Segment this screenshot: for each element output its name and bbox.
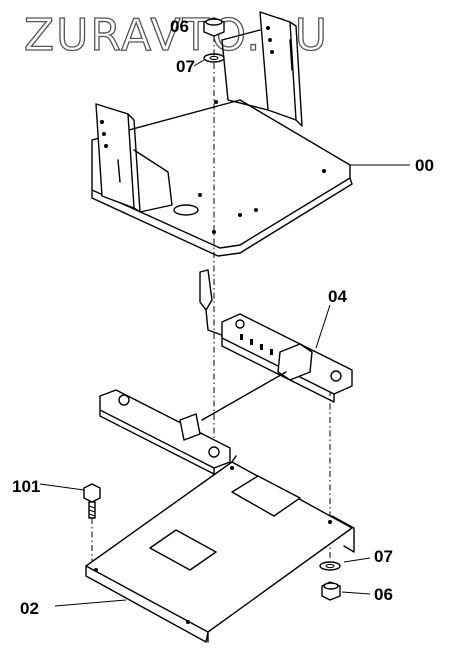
callout-00: 00 xyxy=(415,156,434,175)
bottom-washer-and-nut xyxy=(319,557,371,601)
base-plate xyxy=(54,455,355,643)
top-nut-and-washer xyxy=(203,17,225,63)
callout-02: 02 xyxy=(20,599,39,618)
seat-support-bracket xyxy=(91,11,410,257)
callout-101: 101 xyxy=(12,477,40,496)
slide-rail-assembly xyxy=(99,269,353,475)
callout-04: 04 xyxy=(328,287,347,306)
callout-06-bottom: 06 xyxy=(374,585,393,604)
bolt-101 xyxy=(39,483,101,562)
callout-07-bottom: 07 xyxy=(374,547,393,566)
callout-07-top: 07 xyxy=(176,57,195,76)
callout-06-top: 06 xyxy=(170,17,189,36)
